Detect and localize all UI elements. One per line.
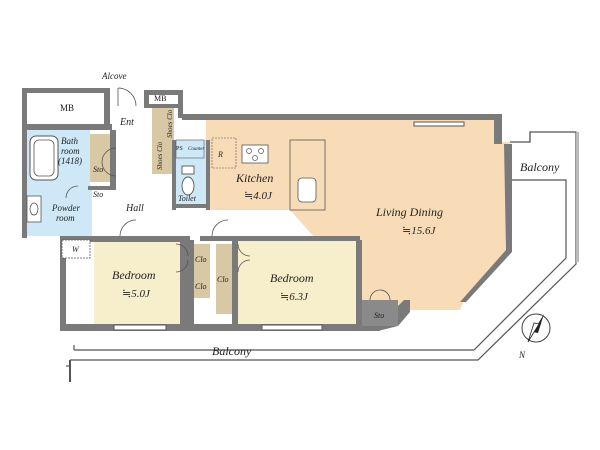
toilet-fixture: [181, 176, 195, 196]
label-bath-3: (1418): [58, 156, 82, 166]
label-living-dining: Living Dining: [375, 205, 443, 219]
label-sto-living: Sto: [374, 311, 384, 320]
sto-bath-floor: [90, 134, 110, 182]
bathtub: [29, 135, 59, 181]
label-ps: PS: [176, 146, 183, 152]
washbasin: [26, 195, 42, 223]
doors: [65, 87, 391, 301]
closet-floor-2: [216, 244, 232, 314]
label-north: N: [518, 350, 526, 360]
label-living-area: ≒15.6J: [402, 225, 436, 237]
walls: [22, 88, 512, 331]
label-sto-small: Sto: [93, 190, 103, 199]
bedroom2-floor: [236, 240, 358, 326]
windows: [113, 121, 465, 331]
label-clo-1: Clo: [195, 255, 207, 264]
label-bedroom2: Bedroom: [270, 271, 314, 285]
label-clo-3: Clo: [217, 275, 229, 284]
label-r: R: [217, 150, 223, 159]
living-dining-floor: [206, 120, 510, 310]
label-powder-2: room: [56, 213, 75, 223]
label-balcony-right: Balcony: [520, 160, 560, 174]
label-clo-2: Clo: [195, 282, 207, 291]
label-bedroom1: Bedroom: [112, 268, 156, 282]
label-alcove: Alcove: [101, 71, 126, 81]
label-shoes-clo-1: Shoes Clo: [156, 141, 164, 170]
label-kitchen: Kitchen: [235, 171, 273, 185]
label-kitchen-area: ≒4.0J: [244, 190, 273, 202]
label-hall: Hall: [125, 203, 144, 214]
stove: [241, 144, 269, 164]
bedroom1-floor: [94, 240, 182, 324]
label-counter: Counter: [188, 147, 204, 152]
washer-space: [61, 239, 91, 259]
label-sto-bath: Sto: [93, 165, 103, 174]
label-bedroom2-area: ≒6.3J: [280, 291, 309, 303]
label-shoes-clo-2: Shoes Clo: [166, 109, 174, 138]
label-bath-2: room: [61, 146, 80, 156]
closet-floor-1: [194, 244, 210, 298]
label-mb-left: MB: [60, 103, 74, 113]
label-toilet: Toilet: [178, 194, 197, 203]
compass-icon: [521, 313, 551, 343]
label-powder-1: Powder: [51, 203, 80, 213]
kitchen-sink: [297, 177, 317, 203]
label-bath-1: Bath: [61, 136, 78, 146]
kitchen-counter: [289, 139, 326, 211]
label-balcony-bottom: Balcony: [212, 344, 252, 358]
label-w: W: [72, 245, 80, 254]
balcony-railing-right: [576, 132, 579, 262]
shoes-closet-floor: [152, 104, 174, 174]
label-bedroom1-area: ≒5.0J: [122, 288, 151, 300]
label-mb-top: MB: [154, 94, 166, 103]
label-ent: Ent: [119, 117, 134, 128]
